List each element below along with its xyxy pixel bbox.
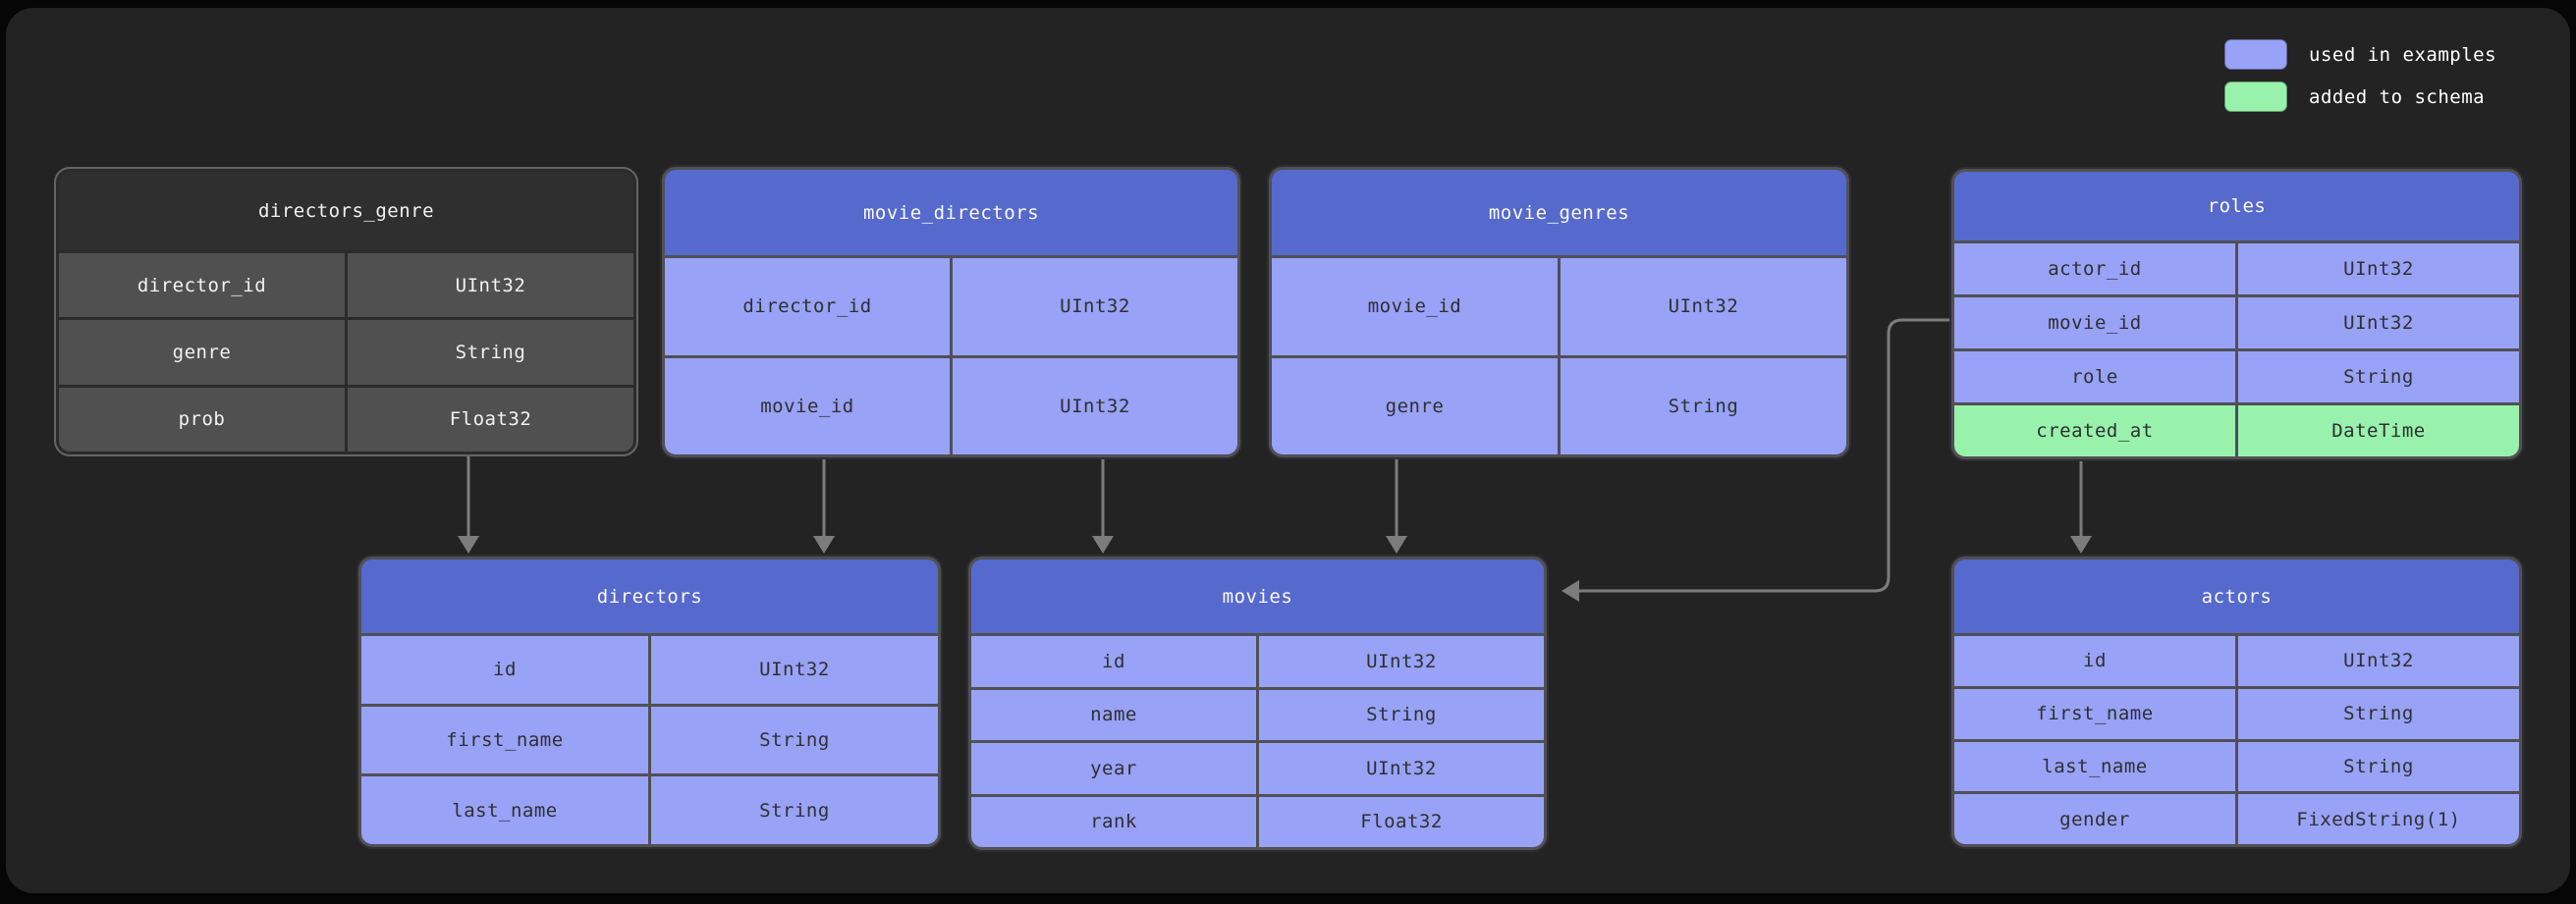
table-row: id UInt32 — [1954, 636, 2519, 686]
table-row: rank Float32 — [971, 796, 1544, 847]
table-title: roles — [1954, 172, 2519, 240]
field-name: prob — [59, 387, 345, 452]
field-name: name — [971, 689, 1256, 740]
field-type: UInt32 — [953, 357, 1237, 454]
table-title: movie_genres — [1272, 170, 1846, 255]
field-type: UInt32 — [1561, 258, 1846, 355]
table-row: gender FixedString(1) — [1954, 794, 2519, 844]
field-type: String — [651, 776, 938, 845]
arrow-roles-actor_id-to-actors — [2070, 461, 2092, 554]
table-row: id UInt32 — [971, 636, 1544, 687]
table-row: year UInt32 — [971, 743, 1544, 794]
field-name: id — [361, 636, 648, 704]
table-roles: roles actor_id UInt32 movie_id UInt32 ro… — [1949, 167, 2524, 461]
field-type: UInt32 — [1259, 636, 1544, 687]
field-name: gender — [1954, 794, 2235, 844]
legend: used in examples added to schema — [2224, 39, 2496, 124]
table-row: genre String — [59, 320, 633, 385]
field-type: UInt32 — [1259, 743, 1544, 794]
arrow-movie_directors-director_id-to-directors — [813, 459, 835, 554]
field-type: UInt32 — [2238, 636, 2519, 686]
table-row: name String — [971, 689, 1544, 740]
field-type: String — [651, 706, 938, 774]
field-type: UInt32 — [2238, 243, 2519, 294]
field-name: movie_id — [1272, 258, 1558, 355]
field-name: first_name — [1954, 688, 2235, 739]
table-title: actors — [1954, 559, 2519, 633]
field-type: FixedString(1) — [2238, 794, 2519, 844]
table-actors: actors id UInt32 first_name String last_… — [1949, 555, 2524, 849]
arrow-movie_genres-movie_id-to-movies — [1386, 459, 1407, 554]
field-type: String — [2238, 351, 2519, 402]
table-row: first_name String — [1954, 688, 2519, 739]
field-name: last_name — [1954, 741, 2235, 792]
table-row: genre String — [1272, 357, 1846, 454]
arrow-directors_genre-to-directors — [458, 456, 479, 554]
table-title: directors_genre — [59, 172, 633, 250]
field-type: UInt32 — [953, 258, 1237, 355]
field-type: String — [1259, 689, 1544, 740]
table-row: movie_id UInt32 — [1272, 258, 1846, 355]
field-type: Float32 — [348, 387, 633, 452]
field-type: DateTime — [2238, 405, 2519, 456]
legend-label: added to schema — [2309, 85, 2486, 108]
table-row: role String — [1954, 351, 2519, 402]
table-directors_genre: directors_genre director_id UInt32 genre… — [54, 167, 638, 456]
field-name: first_name — [361, 706, 648, 774]
arrow-movie_directors-movie_id-to-movies — [1092, 459, 1114, 554]
field-type: UInt32 — [2238, 297, 2519, 348]
table-row: movie_id UInt32 — [665, 357, 1237, 454]
table-row: id UInt32 — [361, 636, 938, 704]
table-movies: movies id UInt32 name String year UInt32… — [966, 555, 1549, 852]
field-type: String — [1561, 357, 1846, 454]
field-name: created_at — [1954, 405, 2235, 456]
table-title: movie_directors — [665, 170, 1237, 255]
field-name: rank — [971, 796, 1256, 847]
field-type: String — [348, 320, 633, 385]
table-row: last_name String — [1954, 741, 2519, 792]
field-name: director_id — [59, 253, 345, 318]
field-type: UInt32 — [651, 636, 938, 704]
table-row-added-to-schema: created_at DateTime — [1954, 405, 2519, 456]
field-name: genre — [1272, 357, 1558, 454]
table-movie_genres: movie_genres movie_id UInt32 genre Strin… — [1267, 165, 1851, 459]
field-name: id — [1954, 636, 2235, 686]
table-row: first_name String — [361, 706, 938, 774]
legend-item-added-to-schema: added to schema — [2224, 81, 2496, 112]
field-type: String — [2238, 741, 2519, 792]
field-name: actor_id — [1954, 243, 2235, 294]
table-row: prob Float32 — [59, 387, 633, 452]
field-name: genre — [59, 320, 345, 385]
legend-swatch-added-to-schema-icon — [2224, 81, 2287, 112]
table-row: director_id UInt32 — [59, 253, 633, 318]
table-row: last_name String — [361, 776, 938, 845]
field-name: last_name — [361, 776, 648, 845]
table-directors: directors id UInt32 first_name String la… — [356, 555, 943, 849]
field-type: UInt32 — [348, 253, 633, 318]
field-name: id — [971, 636, 1256, 687]
legend-label: used in examples — [2309, 43, 2497, 66]
table-title: movies — [971, 559, 1544, 633]
table-title: directors — [361, 559, 938, 633]
field-type: Float32 — [1259, 796, 1544, 847]
field-name: role — [1954, 351, 2235, 402]
field-name: movie_id — [1954, 297, 2235, 348]
legend-item-used-in-examples: used in examples — [2224, 39, 2496, 70]
field-name: movie_id — [665, 357, 950, 454]
legend-swatch-used-in-examples-icon — [2224, 39, 2287, 70]
table-row: actor_id UInt32 — [1954, 243, 2519, 294]
table-movie_directors: movie_directors director_id UInt32 movie… — [660, 165, 1242, 459]
field-name: year — [971, 743, 1256, 794]
table-row: director_id UInt32 — [665, 258, 1237, 355]
field-name: director_id — [665, 258, 950, 355]
field-type: String — [2238, 688, 2519, 739]
table-row: movie_id UInt32 — [1954, 297, 2519, 348]
